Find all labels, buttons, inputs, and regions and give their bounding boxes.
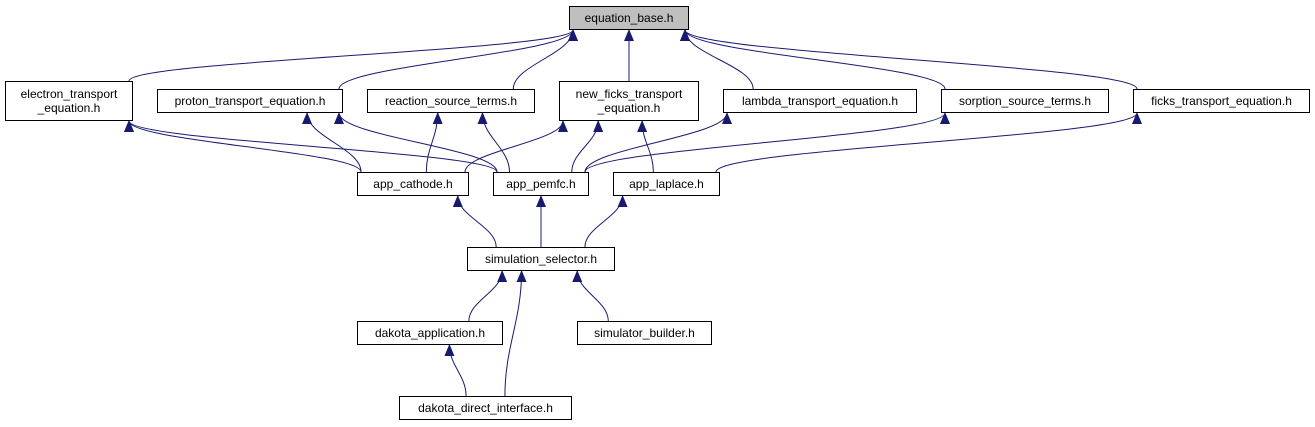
node-new-ficks-transport-equation[interactable]: new_ficks_transport _equation.h <box>559 81 699 121</box>
edge-app_cathode-to-proton_transport <box>302 112 362 173</box>
edge-app_pemfc-to-sorption_source <box>584 112 950 173</box>
node-label: lambda_transport_equation.h <box>741 94 899 108</box>
node-proton-transport-equation[interactable]: proton_transport_equation.h <box>157 89 343 113</box>
node-simulator-builder[interactable]: simulator_builder.h <box>577 321 712 345</box>
edge-dakota_application-to-simulation_selector <box>468 270 508 322</box>
edge-app_pemfc-to-electron_transport <box>124 120 498 173</box>
edge-simulation_selector-to-app_laplace <box>584 195 628 248</box>
edge-sorption_source-to-equation_base <box>680 29 946 90</box>
node-app-pemfc[interactable]: app_pemfc.h <box>493 172 589 196</box>
node-label: reaction_source_terms.h <box>384 94 518 108</box>
edge-app_pemfc-to-reaction_source <box>477 112 510 173</box>
edge-app_cathode-to-new_ficks <box>464 120 568 173</box>
edge-app_laplace-to-new_ficks <box>637 120 654 173</box>
edge-simulation_selector-to-app_cathode <box>452 195 497 248</box>
node-lambda-transport-equation[interactable]: lambda_transport_equation.h <box>723 89 917 113</box>
edge-app_laplace-to-ficks_transport <box>715 112 1142 173</box>
node-label: app_laplace.h <box>629 177 704 191</box>
node-label: proton_transport_equation.h <box>174 94 326 108</box>
node-label: ficks_transport_equation.h <box>1151 94 1292 108</box>
node-label: simulation_selector.h <box>484 252 598 266</box>
node-reaction-source-terms[interactable]: reaction_source_terms.h <box>367 89 535 113</box>
node-label: app_pemfc.h <box>506 177 576 191</box>
node-equation-base[interactable]: equation_base.h <box>569 6 689 30</box>
edge-app_pemfc-to-proton_transport <box>334 112 498 173</box>
node-label-line-1: electron_transport <box>20 87 118 101</box>
edge-dakota_direct_interface-to-dakota_application <box>444 344 467 397</box>
node-label: simulator_builder.h <box>594 326 695 340</box>
node-label: dakota_application.h <box>374 326 486 340</box>
node-dakota-application[interactable]: dakota_application.h <box>357 321 503 345</box>
node-label-line-1: new_ficks_transport <box>575 87 683 101</box>
edge-simulator_builder-to-simulation_selector <box>572 270 609 322</box>
edge-ficks_transport-to-equation_base <box>680 29 1138 90</box>
node-ficks-transport-equation[interactable]: ficks_transport_equation.h <box>1133 89 1310 113</box>
node-label: app_cathode.h <box>373 177 453 191</box>
node-label: sorption_source_terms.h <box>958 94 1092 108</box>
edge-dakota_direct_interface-to-simulation_selector <box>504 270 527 397</box>
edge-reaction_source-to-equation_base <box>512 29 578 90</box>
edge-electron_transport-to-equation_base <box>128 29 578 82</box>
edge-proton_transport-to-equation_base <box>338 29 578 90</box>
node-app-laplace[interactable]: app_laplace.h <box>613 172 720 196</box>
node-electron-transport-equation[interactable]: electron_transport _equation.h <box>5 81 133 121</box>
node-app-cathode[interactable]: app_cathode.h <box>357 172 469 196</box>
node-label: equation_base.h <box>584 11 674 25</box>
node-simulation-selector[interactable]: simulation_selector.h <box>467 247 615 271</box>
node-label-line-2: _equation.h <box>597 101 661 115</box>
edge-app_pemfc-to-new_ficks <box>571 120 604 173</box>
edge-app_pemfc-to-lambda_transport <box>584 112 732 173</box>
edge-app_cathode-to-reaction_source <box>425 112 443 173</box>
node-label: dakota_direct_interface.h <box>418 401 553 415</box>
node-dakota-direct-interface[interactable]: dakota_direct_interface.h <box>399 396 572 420</box>
node-label-line-2: _equation.h <box>37 101 101 115</box>
node-sorption-source-terms[interactable]: sorption_source_terms.h <box>941 89 1109 113</box>
edge-app_cathode-to-electron_transport <box>124 120 362 173</box>
